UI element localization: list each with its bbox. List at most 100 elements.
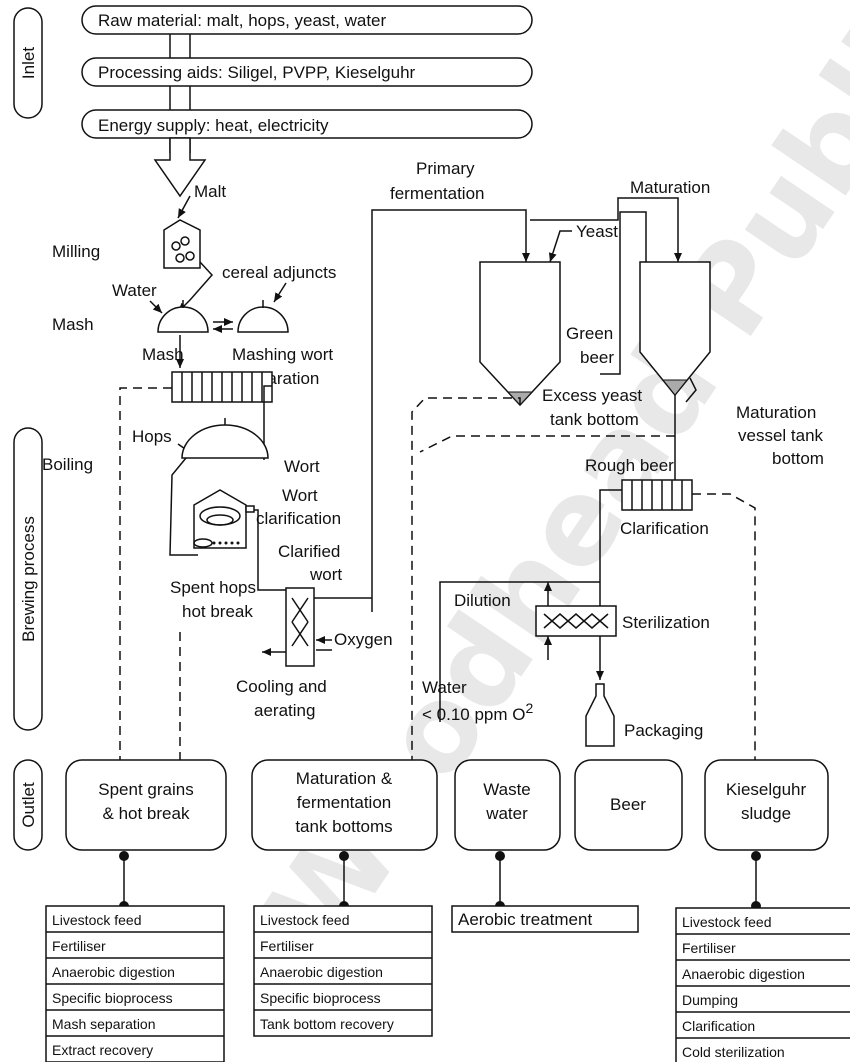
maturation-label: Maturation xyxy=(630,178,710,197)
svg-text:Clarification: Clarification xyxy=(682,1018,755,1034)
raw-material-box: Raw material: malt, hops, yeast, water xyxy=(81,5,533,35)
outlet-box-kieselguhr: Kieselguhr sludge xyxy=(704,759,829,851)
svg-text:Specific bioprocess: Specific bioprocess xyxy=(52,990,173,1006)
svg-text:Outlet: Outlet xyxy=(19,782,38,828)
primary-label-1: Primary xyxy=(416,159,475,178)
svg-text:Kieselguhr: Kieselguhr xyxy=(726,780,807,799)
svg-text:Dumping: Dumping xyxy=(682,992,738,1008)
outlet-box-waste-water: Waste water xyxy=(454,759,561,851)
maturation-vessel-label-1: Maturation xyxy=(736,403,816,422)
svg-text:Cold sterilization: Cold sterilization xyxy=(682,1044,785,1060)
boil-kettle-icon xyxy=(181,424,269,459)
svg-text:Spent grains: Spent grains xyxy=(98,780,193,799)
svg-text:Brewing process: Brewing process xyxy=(19,516,38,642)
svg-text:Anaerobic digestion: Anaerobic digestion xyxy=(682,966,805,982)
clarification-label: Clarification xyxy=(620,519,709,538)
svg-text:Fertiliser: Fertiliser xyxy=(682,940,736,956)
maturation-tank-icon xyxy=(639,261,711,397)
excess-yeast-label-1: Excess yeast xyxy=(542,386,642,405)
svg-text:Aerobic treatment: Aerobic treatment xyxy=(458,910,592,929)
svg-text:Maturation &: Maturation & xyxy=(296,769,393,788)
svg-text:Fertiliser: Fertiliser xyxy=(52,938,106,954)
mashing-wort-label: Mashing wort xyxy=(232,345,333,364)
outlet-box-spent-grains: Spent grains & hot break xyxy=(65,759,227,851)
spent-hops-label-2: hot break xyxy=(182,602,253,621)
boiling-label: Boiling xyxy=(42,455,93,474)
dilution-label: Dilution xyxy=(454,591,511,610)
svg-text:Anaerobic digestion: Anaerobic digestion xyxy=(260,964,383,980)
svg-text:Specific bioprocess: Specific bioprocess xyxy=(260,990,381,1006)
green-beer-label-1: Green xyxy=(566,324,613,343)
milling-label: Milling xyxy=(52,242,100,261)
maturation-vessel-label-3: bottom xyxy=(772,449,824,468)
svg-text:Anaerobic digestion: Anaerobic digestion xyxy=(52,964,175,980)
clarification-filter-icon xyxy=(621,479,693,511)
packaging-label: Packaging xyxy=(624,721,703,740)
excess-yeast-label-2: tank bottom xyxy=(550,410,639,429)
inlet-section-label: Inlet xyxy=(13,7,43,119)
cooling-label-2: aerating xyxy=(254,701,315,720)
outlet-box-tank-bottoms: Maturation & fermentation tank bottoms xyxy=(251,759,438,851)
svg-text:Fertiliser: Fertiliser xyxy=(260,938,314,954)
cereal-cooker-icon xyxy=(237,306,289,333)
mash-label: Mash xyxy=(142,345,184,364)
wort-clarification-label-2: clarification xyxy=(256,509,341,528)
svg-text:sludge: sludge xyxy=(741,804,791,823)
svg-text:Tank bottom recovery: Tank bottom recovery xyxy=(260,1016,394,1032)
svg-text:Livestock feed: Livestock feed xyxy=(260,912,350,928)
svg-text:Livestock feed: Livestock feed xyxy=(52,912,142,928)
beer-bottle-icon xyxy=(585,683,615,747)
whirlpool-icon xyxy=(193,489,255,549)
rough-beer-label: Rough beer xyxy=(585,456,674,475)
primary-label-2: fermentation xyxy=(390,184,485,203)
malt-label: Malt xyxy=(194,182,226,201)
wort-clarification-label-1: Wort xyxy=(282,486,318,505)
yeast-label: Yeast xyxy=(576,222,618,241)
spent-hops-label-1: Spent hops xyxy=(170,578,256,597)
oxygen-label: Oxygen xyxy=(334,630,393,649)
cooling-label-1: Cooling and xyxy=(236,677,327,696)
sterilizer-icon xyxy=(535,605,617,637)
fermentation-tank-icon xyxy=(479,261,561,407)
mill-icon xyxy=(163,219,201,269)
processing-aids-box: Processing aids: Siligel, PVPP, Kieselgu… xyxy=(81,57,533,87)
svg-text:Mash separation: Mash separation xyxy=(52,1016,156,1032)
clarified-label-1: Clarified xyxy=(278,542,340,561)
svg-text:Inlet: Inlet xyxy=(19,47,38,79)
svg-text:tank bottoms: tank bottoms xyxy=(295,817,392,836)
sterilization-label: Sterilization xyxy=(622,613,710,632)
cereal-adjuncts-label: cereal adjuncts xyxy=(222,263,336,282)
green-beer-label-2: beer xyxy=(580,348,614,367)
uses-kieselguhr: Livestock feed Fertiliser Anaerobic dige… xyxy=(675,907,850,1062)
hops-label: Hops xyxy=(132,427,172,446)
mash-stage-label: Mash xyxy=(52,315,94,334)
uses-tank-bottoms: Livestock feed Fertiliser Anaerobic dige… xyxy=(253,905,433,1037)
brewing-section-label: Brewing process xyxy=(13,427,43,731)
mash-tun-icon xyxy=(157,306,209,333)
svg-text:Livestock feed: Livestock feed xyxy=(682,914,772,930)
inlet-arrow xyxy=(153,137,207,198)
maturation-vessel-label-2: vessel tank xyxy=(738,426,824,445)
svg-text:Extract recovery: Extract recovery xyxy=(52,1042,153,1058)
svg-text:Energy supply: heat, electrici: Energy supply: heat, electricity xyxy=(98,116,329,135)
uses-spent-grains: Livestock feed Fertiliser Anaerobic dige… xyxy=(45,905,225,1062)
svg-text:Beer: Beer xyxy=(610,795,646,814)
wort-cooler-icon xyxy=(285,587,315,667)
svg-text:fermentation: fermentation xyxy=(297,793,392,812)
clarified-label-2: wort xyxy=(309,565,342,584)
svg-text:Raw material: malt, hops, yeas: Raw material: malt, hops, yeast, water xyxy=(98,11,387,30)
outlet-box-beer: Beer xyxy=(574,759,683,851)
wort-label: Wort xyxy=(284,457,320,476)
uses-waste-water: Aerobic treatment xyxy=(451,905,639,933)
energy-supply-box: Energy supply: heat, electricity xyxy=(81,109,533,139)
outlet-section-label: Outlet xyxy=(13,759,43,851)
svg-text:Waste: Waste xyxy=(483,780,531,799)
svg-text:& hot break: & hot break xyxy=(103,804,190,823)
lauter-filter-icon xyxy=(171,371,273,403)
water-dilution-label: Water xyxy=(422,678,467,697)
svg-text:water: water xyxy=(485,804,528,823)
water-label: Water xyxy=(112,281,157,300)
svg-text:Processing aids: Siligel, PVPP: Processing aids: Siligel, PVPP, Kieselgu… xyxy=(98,63,416,82)
oxygen-limit-label: < 0.10 ppm O2 xyxy=(422,700,533,724)
